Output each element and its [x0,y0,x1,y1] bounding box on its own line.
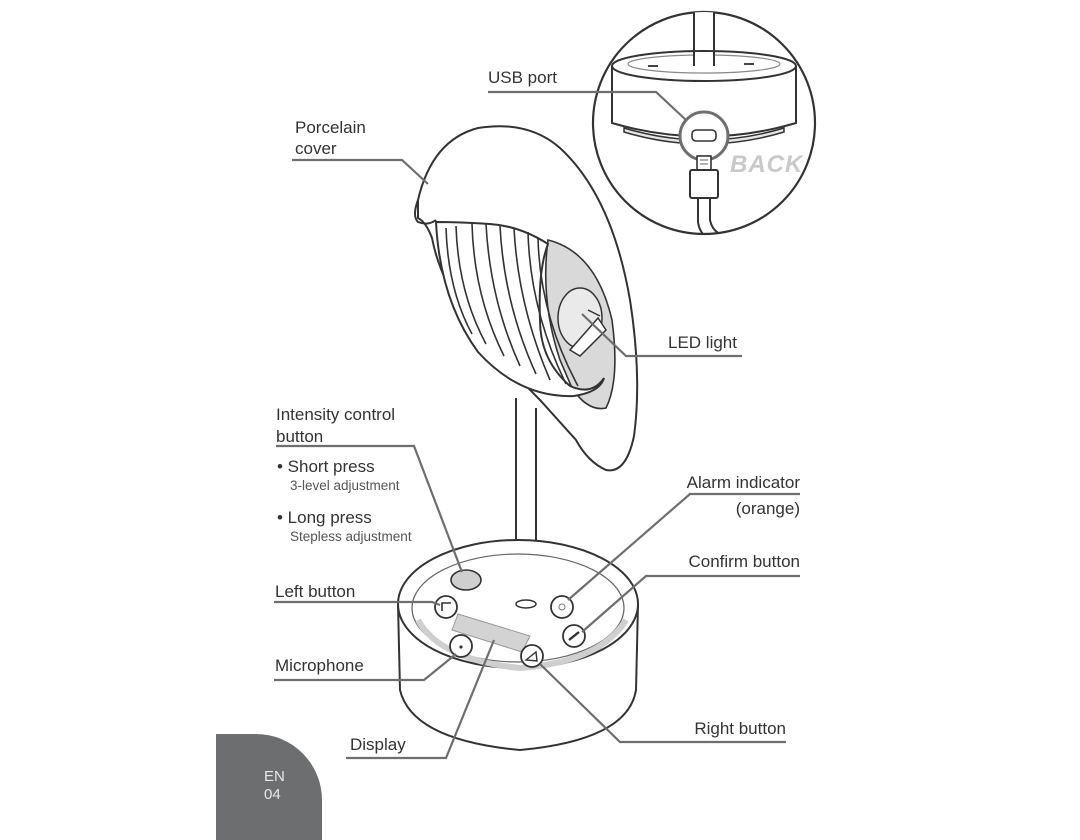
label-display: Display [350,734,406,755]
label-alarm-indicator-line1: Alarm indicator [687,472,800,493]
label-left-button: Left button [275,581,355,602]
label-microphone: Microphone [275,655,364,676]
label-intensity-line2: button [276,426,323,447]
label-alarm-indicator-line2: (orange) [736,498,800,519]
page-number: 04 [264,786,281,803]
label-led-light: LED light [668,332,737,353]
label-long-press: • Long press [277,507,372,528]
page-language: EN [264,768,285,785]
label-confirm-button: Confirm button [689,551,801,572]
label-right-button: Right button [694,718,786,739]
label-short-press-desc: 3-level adjustment [290,477,400,494]
label-long-press-desc: Stepless adjustment [290,528,412,545]
label-porcelain-cover-line2: cover [295,138,337,159]
label-usb-port: USB port [488,67,557,88]
label-intensity-line1: Intensity control [276,404,395,425]
label-short-press: • Short press [277,456,375,477]
label-porcelain-cover-line1: Porcelain [295,117,366,138]
label-back: BACK [730,151,803,179]
